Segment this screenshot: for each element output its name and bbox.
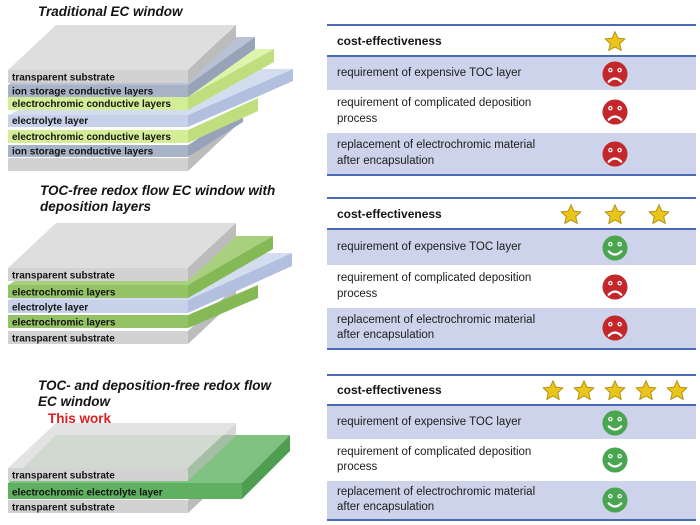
table-row: replacement of electrochromic material a… [327,308,696,348]
table-header-row: cost-effectiveness [327,199,696,230]
panel-3-title: TOC- and deposition-free redox flow EC w… [38,378,272,409]
layer-label: transparent substrate [12,334,115,345]
criterion-text: requirement of complicated deposition pr… [337,272,532,300]
sad-face-icon [602,60,629,87]
star-icon [635,380,657,400]
criterion-text: requirement of expensive TOC layer [337,66,522,79]
star-icon [648,203,670,224]
criterion-text: replacement of electrochromic material a… [337,313,536,341]
sad-face-icon [602,315,629,342]
happy-face-icon [602,409,629,436]
criterion-text: replacement of electrochromic material a… [337,139,536,167]
layer-label: ion storage conductive layers [12,147,154,158]
star-icon [573,380,595,400]
table-row: requirement of complicated deposition pr… [327,265,696,308]
layer-label: electrolyte layer [12,303,88,314]
criterion-text: requirement of expensive TOC layer [337,240,522,253]
sad-face-icon [602,273,629,300]
layer-electrochromic-lower [8,98,258,143]
table-row: replacement of electrochromic material a… [327,133,696,174]
panel-2-title: TOC-free redox flow EC window with depos… [40,183,276,214]
panel-3-diagram: This work transparent substrate electroc… [8,411,290,514]
table-header-label: cost-effectiveness [337,383,442,397]
star-icon [666,380,688,400]
layer-electrochromic-lower [8,285,258,328]
this-work-note: This work [48,411,112,426]
sad-face-icon [602,98,629,125]
layer-substrate-top [8,25,236,83]
panel-2-diagram: transparent substrate electrochromic lay… [8,223,292,345]
table-header-row: cost-effectiveness [327,26,696,57]
table-row: requirement of complicated deposition pr… [327,439,696,481]
criterion-text: replacement of electrochromic material a… [337,485,536,513]
criterion-text: requirement of complicated deposition pr… [337,97,532,125]
table-row: requirement of expensive TOC layer [327,230,696,265]
table-row: requirement of complicated deposition pr… [327,90,696,133]
table-row: replacement of electrochromic material a… [327,481,696,519]
panel-1-diagram: transparent substrate ion storage conduc… [8,25,293,171]
table-panel-3: cost-effectiveness requirement of expens… [327,374,696,521]
layer-label: transparent substrate [12,471,115,482]
table-header-label: cost-effectiveness [337,33,442,48]
star-rating [560,203,670,224]
table-header-row: cost-effectiveness [327,376,696,406]
layer-label: transparent substrate [12,271,115,282]
star-rating [542,380,688,400]
layer-substrate-top [8,423,236,481]
sad-face-icon [602,140,629,167]
star-icon [542,380,564,400]
table-panel-2: cost-effectiveness requirement of expens… [327,197,696,350]
star-icon [604,203,626,224]
layer-label: electrochromic conductive layers [12,132,171,143]
star-icon [604,30,626,51]
happy-face-icon [602,447,629,474]
table-panel-1: cost-effectiveness requirement of expens… [327,24,696,176]
layer-substrate-top [8,223,236,281]
criterion-text: requirement of expensive TOC layer [337,415,522,428]
table-row: requirement of expensive TOC layer [327,57,696,90]
happy-face-icon [602,487,629,514]
layer-label: electrochromic layers [12,288,116,299]
star-icon [604,380,626,400]
layer-label: transparent substrate [12,73,115,84]
table-header-label: cost-effectiveness [337,206,442,221]
layer-label: electrolyte layer [12,116,88,127]
criterion-text: requirement of complicated deposition pr… [337,445,532,473]
panel-1-title: Traditional EC window [38,4,183,19]
layer-label: transparent substrate [12,503,115,514]
layer-label: electrochromic electrolyte layer [12,488,163,499]
layer-label: electrochromic conductive layers [12,99,171,110]
table-row: requirement of expensive TOC layer [327,406,696,439]
star-icon [560,203,582,224]
star-rating [604,30,626,51]
layer-label: ion storage conductive layers [12,87,154,98]
layer-label: electrochromic layers [12,318,116,329]
happy-face-icon [602,234,629,261]
